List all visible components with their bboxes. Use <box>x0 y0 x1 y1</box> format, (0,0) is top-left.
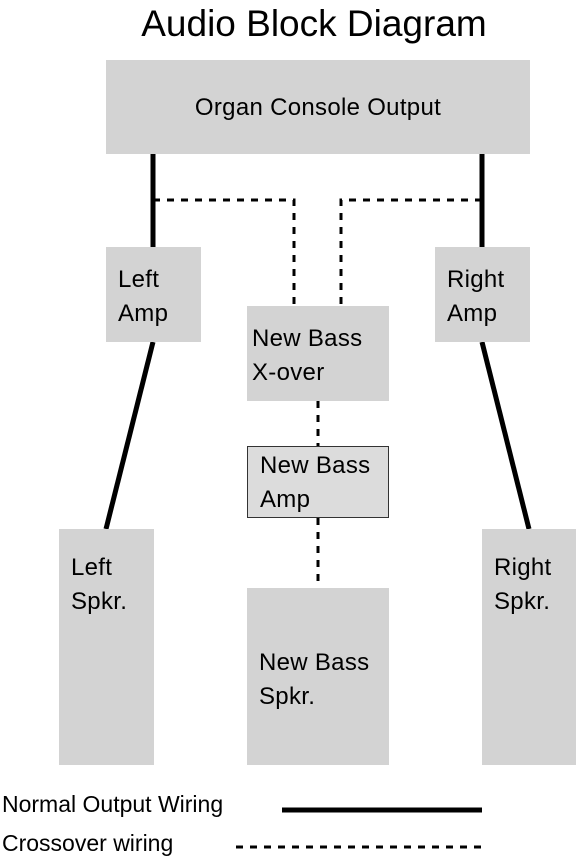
node-right-speaker: Right Spkr. <box>482 529 576 765</box>
node-label: Right Spkr. <box>494 554 552 615</box>
node-organ-console-output: Organ Console Output <box>106 60 530 154</box>
legend-normal-label: Normal Output Wiring <box>2 791 224 817</box>
node-label: Left Spkr. <box>71 554 128 615</box>
node-label: Organ Console Output <box>194 94 442 121</box>
legend-crossover-label: Crossover wiring <box>2 830 174 856</box>
node-left-amp: Left Amp <box>106 247 201 342</box>
wire-right-amp-right-spk <box>479 341 532 530</box>
node-right-amp: Right Amp <box>435 247 530 342</box>
node-label: New Bass X-over <box>252 325 363 386</box>
wire-left-amp-left-spk <box>103 341 156 530</box>
node-label: New Bass Amp <box>260 452 371 513</box>
node-left-speaker: Left Spkr. <box>59 529 154 765</box>
node-label: New Bass Spkr. <box>259 649 370 710</box>
node-label: Right Amp <box>447 266 505 327</box>
wire-crossover-left-tap <box>153 198 296 306</box>
node-new-bass-speaker: New Bass Spkr. <box>247 588 389 765</box>
node-label: Left Amp <box>118 266 169 327</box>
node-new-bass-amp: New Bass Amp <box>247 446 389 518</box>
wire-crossover-right-tap <box>339 198 482 306</box>
diagram-title: Audio Block Diagram <box>141 3 487 44</box>
node-new-bass-xover: New Bass X-over <box>247 306 389 401</box>
